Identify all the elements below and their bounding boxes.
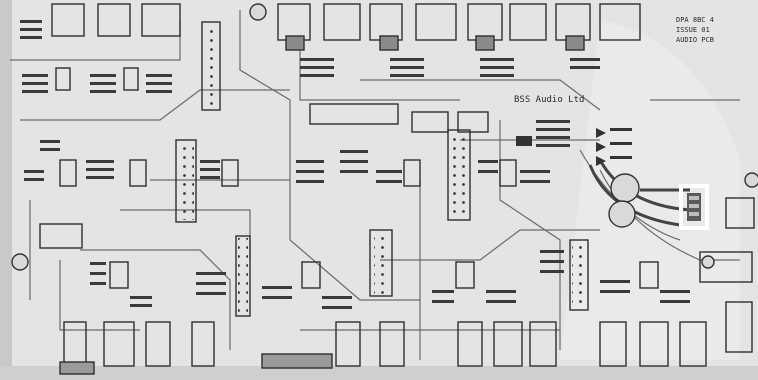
bottom-connectors (59, 321, 707, 375)
capacitors (11, 3, 758, 271)
highlighted-component[interactable] (679, 184, 709, 230)
svg-text:DPA 8BC 4: DPA 8BC 4 (676, 16, 714, 24)
brand-silkscreen: BSS Audio Ltd (514, 95, 584, 105)
resistor-pads (20, 20, 690, 309)
pin-pads (178, 24, 586, 314)
top-connectors (51, 3, 641, 51)
corner-label: DPA 8BC 4 ISSUE 01 AUDIO PCB (676, 16, 714, 44)
svg-text:ISSUE 01: ISSUE 01 (676, 26, 710, 34)
diode-array (516, 128, 632, 166)
svg-text:AUDIO PCB: AUDIO PCB (676, 36, 714, 44)
ic-footprints (39, 21, 755, 353)
